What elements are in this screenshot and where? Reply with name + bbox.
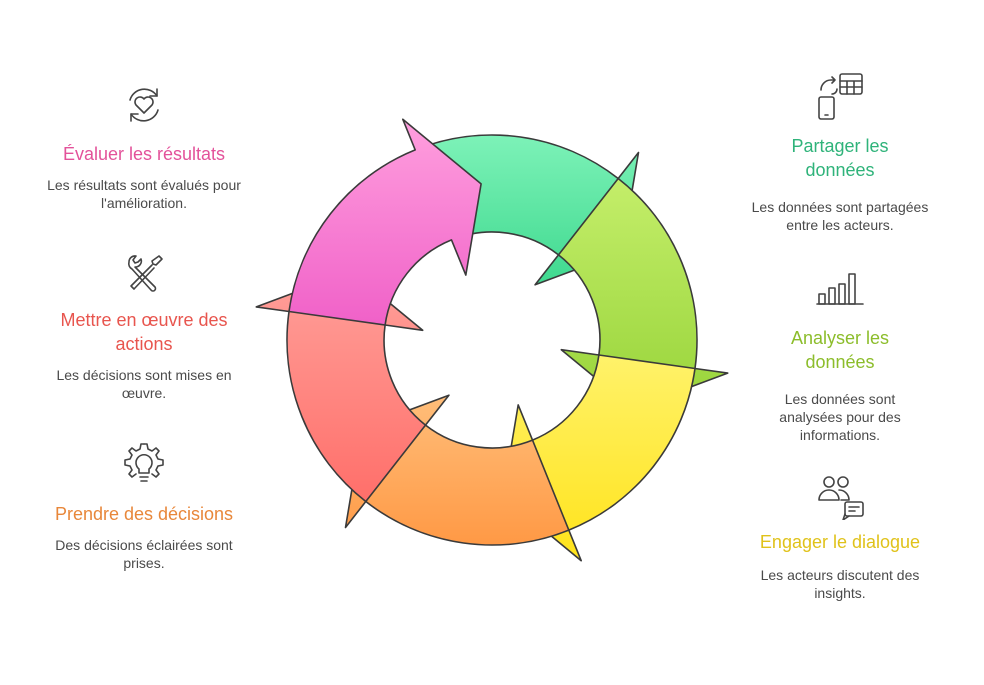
step-title: Évaluer les résultats — [62, 144, 226, 164]
step-title: Mettre en œuvre des actions — [60, 310, 228, 354]
heart-cycle-icon — [129, 88, 159, 122]
step-engager: Engager le dialogue Les acteurs discuten… — [736, 470, 944, 602]
phone-table-share-icon — [818, 73, 863, 120]
step-description: Les acteurs discutent des insights. — [760, 567, 920, 601]
users-chat-icon — [818, 476, 864, 520]
lightbulb-gear-icon — [124, 443, 164, 482]
step-description: Les décisions sont mises en œuvre. — [56, 367, 232, 401]
step-mettre: Mettre en œuvre des actions Les décision… — [40, 248, 248, 402]
step-title: Partager les données — [791, 136, 889, 180]
step-description: Les données sont analysées pour des info… — [779, 391, 901, 443]
step-title: Analyser les données — [790, 328, 890, 372]
step-prendre: Prendre des décisions Des décisions écla… — [40, 440, 248, 572]
step-analyser: Analyser les données Les données sont an… — [736, 268, 944, 444]
step-title: Engager le dialogue — [759, 532, 921, 552]
cycle-arrow-pink — [288, 118, 482, 326]
tools-icon — [127, 255, 163, 292]
step-description: Des décisions éclairées sont prises. — [55, 537, 233, 571]
bar-chart-icon — [816, 273, 864, 305]
step-title: Prendre des décisions — [54, 504, 234, 524]
step-description: Les résultats sont évalués pour l'amélio… — [47, 177, 241, 211]
step-evaluer: Évaluer les résultats Les résultats sont… — [40, 80, 248, 212]
step-partager: Partager les données Les données sont pa… — [736, 72, 944, 234]
step-description: Les données sont partagées entre les act… — [751, 199, 929, 233]
